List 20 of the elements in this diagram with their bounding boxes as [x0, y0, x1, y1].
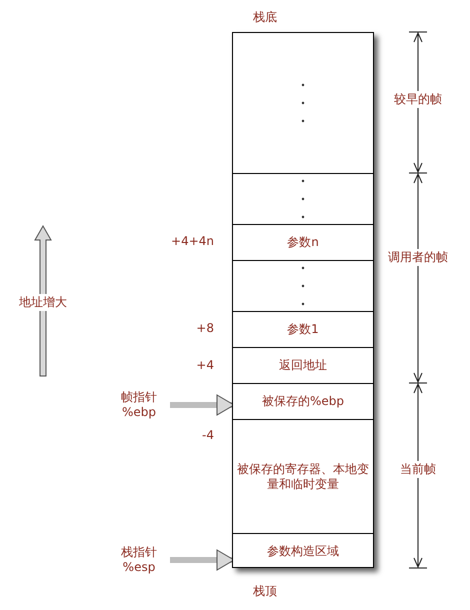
cell-text: 参数n [287, 235, 319, 250]
cell-text: 栈指针 %esp [120, 545, 158, 575]
pointer-arrow [170, 550, 234, 570]
stack-bottom-label: 栈底 [251, 9, 279, 26]
cell-text: 被保存的%ebp [262, 394, 344, 409]
direction-label: 地址增大 [17, 294, 69, 311]
offset-label: +8 [195, 320, 215, 337]
frame-label: 较早的帧 [392, 91, 444, 108]
frame-label: 当前帧 [398, 461, 438, 478]
cell-text: 帧指针 %ebp [120, 390, 158, 420]
cell-text: 返回地址 [279, 358, 327, 373]
stack-top-label: 栈顶 [251, 583, 279, 600]
cell-text: 参数1 [287, 322, 319, 337]
pointer-arrow [170, 394, 234, 416]
frame-label: 调用者的帧 [386, 249, 450, 266]
cell-text: 被保存的寄存器、本地变量和临时变量 [236, 462, 370, 492]
offset-label: -4 [201, 427, 215, 444]
offset-label: +4+4n [170, 233, 215, 250]
cell-text: 参数构造区域 [267, 544, 339, 559]
offset-label: +4 [195, 357, 215, 374]
